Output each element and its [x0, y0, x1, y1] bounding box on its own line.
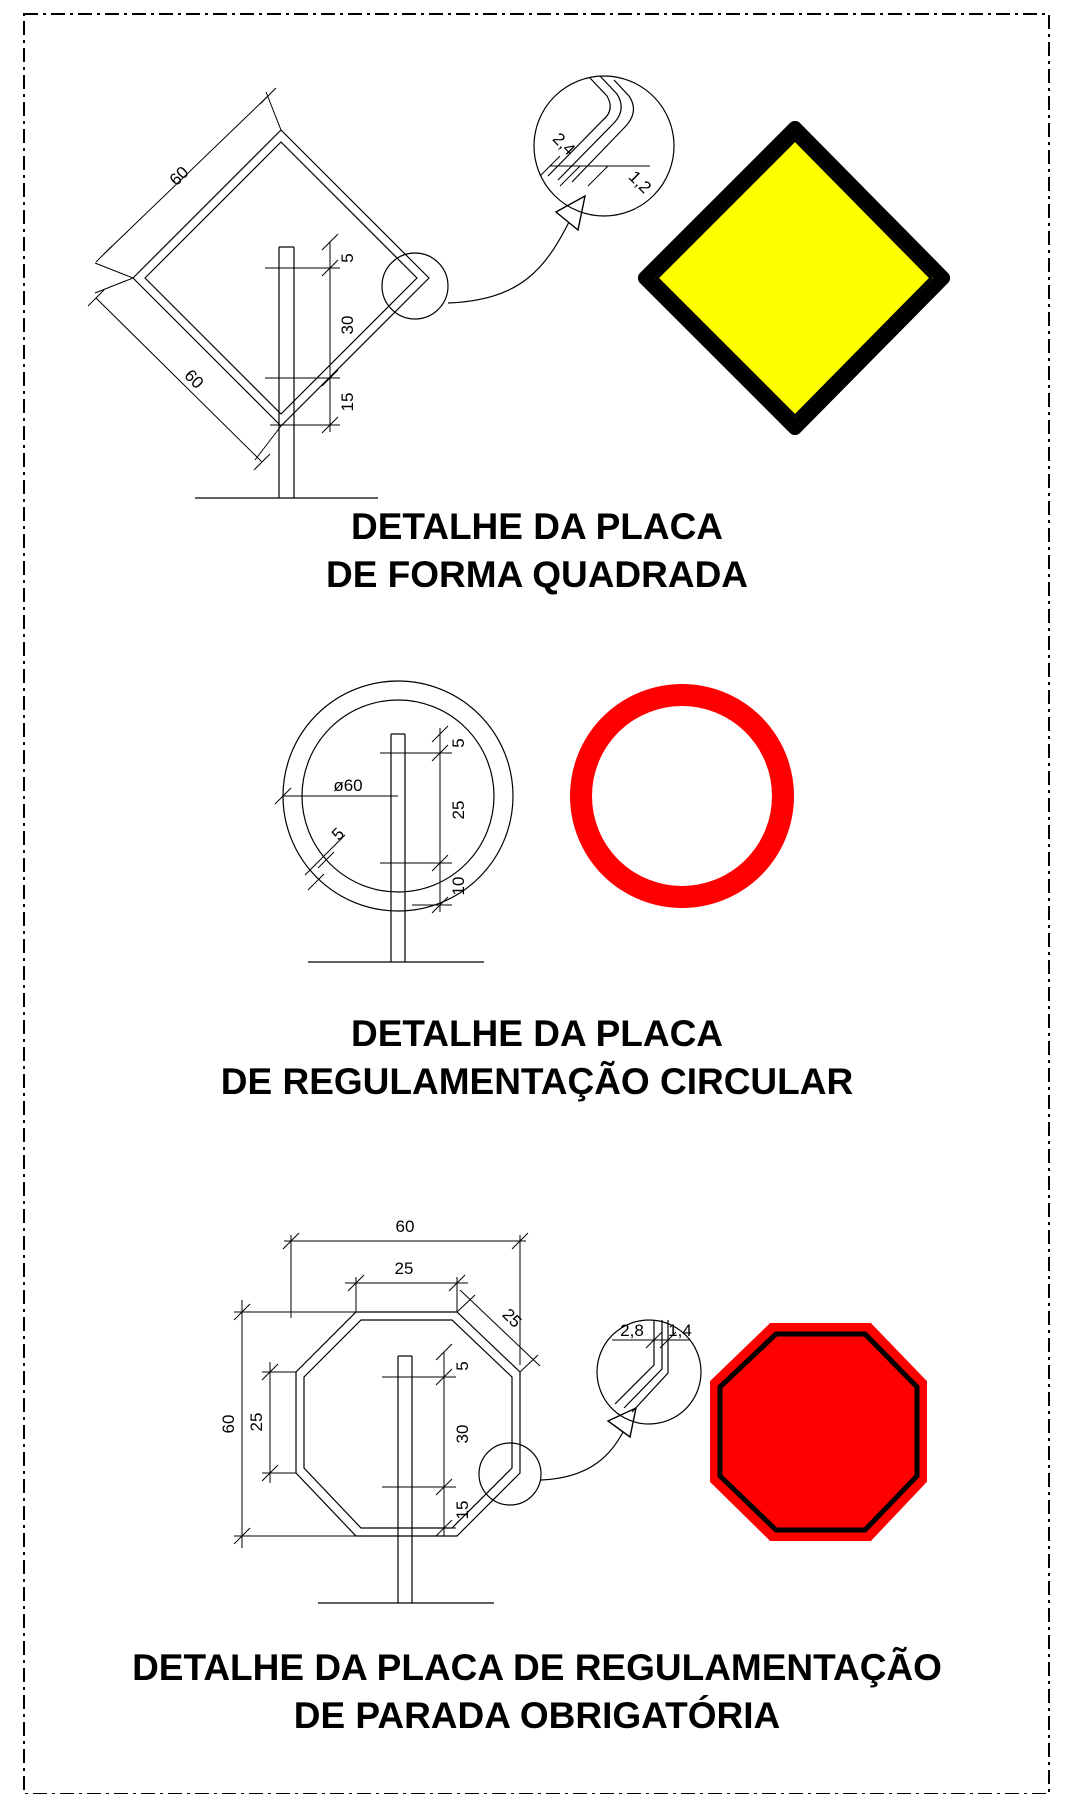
regulation-sign-circle: [570, 684, 794, 908]
stop-sign-octagon: [710, 1323, 927, 1541]
dim-border: 5: [328, 824, 348, 844]
dim-width: 60: [396, 1217, 415, 1236]
title-circle-line-2: DE REGULAMENTAÇÃO CIRCULAR: [220, 1061, 854, 1102]
dim-height: 60: [219, 1415, 238, 1434]
dim-post-bottom: 15: [338, 393, 357, 412]
detail-dim-b: 1,2: [625, 167, 655, 197]
dim-post-mid-circle: 25: [449, 801, 468, 820]
diamond-technical-drawing: 60 60 5 30 15 2,4 1,2: [87, 75, 675, 499]
title-diamond-line-2: DE FORMA QUADRADA: [325, 554, 749, 595]
octagon-technical-drawing: 60 25 25 60 25 5 30: [219, 1217, 702, 1604]
sheet-border: [23, 13, 1050, 1795]
title-circle-line-1: DETALHE DA PLACA: [350, 1013, 724, 1054]
dim-flat-side: 25: [247, 1413, 266, 1432]
dim-flat-top: 25: [395, 1259, 414, 1278]
title-octagon: DETALHE DA PLACA DE REGULAMENTAÇÃO DE PA…: [0, 1644, 1074, 1740]
dim-diameter: ø60: [333, 776, 362, 795]
dim-post-bottom-oct: 15: [453, 1501, 472, 1520]
dim-diagonal: 25: [498, 1305, 525, 1332]
dim-post-bottom-circle: 10: [449, 877, 468, 896]
dim-side-bottom: 60: [180, 366, 207, 393]
dim-post-top-circle: 5: [449, 738, 468, 747]
title-circle: DETALHE DA PLACA DE REGULAMENTAÇÃO CIRCU…: [0, 1010, 1074, 1106]
dim-side-top: 60: [166, 163, 193, 190]
dim-post-mid-oct: 30: [453, 1425, 472, 1444]
dim-post-top-oct: 5: [453, 1361, 472, 1370]
title-diamond: DETALHE DA PLACA DE FORMA QUADRADA: [0, 503, 1074, 599]
title-octagon-line-1: DETALHE DA PLACA DE REGULAMENTAÇÃO: [132, 1647, 942, 1688]
detail-dim-a: 2,4: [549, 129, 579, 159]
dim-post-mid: 30: [338, 316, 357, 335]
dim-post-top: 5: [338, 253, 357, 262]
detail-dim-b-oct: 1,4: [668, 1321, 692, 1340]
title-octagon-line-2: DE PARADA OBRIGATÓRIA: [293, 1695, 781, 1736]
detail-dim-a-oct: 2,8: [620, 1321, 644, 1340]
title-diamond-line-1: DETALHE DA PLACA: [350, 506, 724, 547]
warning-sign-diamond: [638, 121, 950, 435]
circle-technical-drawing: ø60 5 5 25 10: [274, 680, 514, 963]
